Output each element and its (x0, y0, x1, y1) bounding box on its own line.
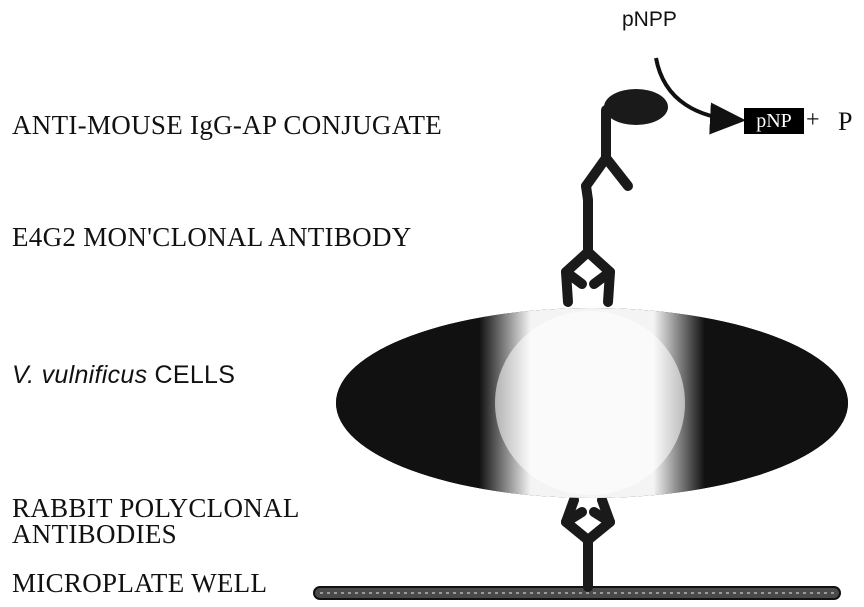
cells-word: CELLS (155, 361, 236, 389)
ap-conjugate (586, 110, 628, 200)
species-name: V. vulnificus (12, 361, 147, 389)
rabbit-label-line2: ANTIBODIES (12, 522, 300, 548)
monoclonal-label: E4G2 MON'CLONAL ANTIBODY (12, 224, 412, 251)
monoclonal-antibody (566, 200, 610, 302)
vibrio-cell (336, 308, 848, 498)
substrate-label: pNPP (622, 8, 677, 32)
plus-sign: + (806, 107, 820, 134)
phosphate-label: P (838, 107, 852, 137)
rabbit-label: RABBIT POLYCLONAL ANTIBODIES (12, 496, 300, 547)
reaction-arrow (656, 58, 738, 120)
product-label: pNP (744, 108, 804, 134)
well-label: MICROPLATE WELL (12, 570, 267, 597)
rabbit-label-line1: RABBIT POLYCLONAL (12, 496, 300, 522)
microplate-well (314, 587, 840, 599)
rabbit-antibody (566, 500, 610, 587)
conjugate-label: ANTI-MOUSE IgG-AP CONJUGATE (12, 112, 442, 139)
cells-label: V. vulnificus CELLS (12, 361, 235, 388)
alkaline-phosphatase-enzyme (604, 89, 668, 125)
